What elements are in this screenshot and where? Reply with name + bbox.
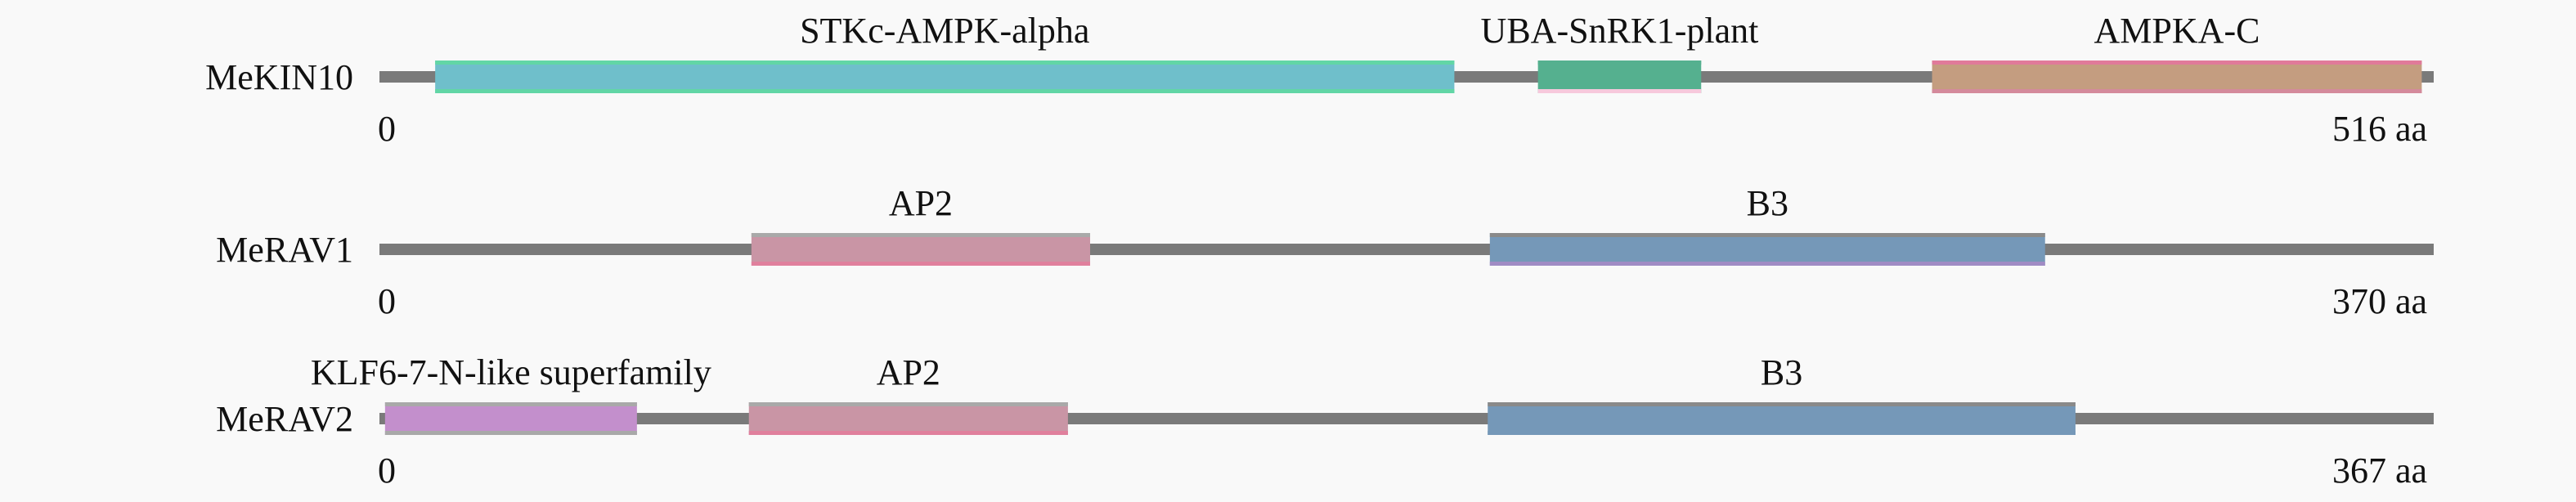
domain-edge-bottom [751, 262, 1091, 266]
domain-label: B3 [1747, 183, 1788, 223]
domain-box [435, 61, 1455, 93]
backbone-line [379, 413, 2434, 424]
domain-edge-top [384, 402, 637, 406]
protein-name: MeRAV2 [216, 399, 353, 439]
domain-label: B3 [1761, 352, 1802, 392]
domain-edge-top [1488, 402, 2076, 406]
domain-label: KLF6-7-N-like superfamily [311, 352, 711, 392]
protein-name: MeKIN10 [205, 57, 353, 97]
backbone-line [379, 244, 2434, 255]
domain-edge-top [751, 233, 1091, 237]
domain-box [384, 402, 637, 435]
domain-label: AMPKA-C [2094, 11, 2260, 51]
domain-box [1537, 61, 1702, 93]
domain-edge-bottom [748, 431, 1068, 435]
domain-edge-bottom [1932, 89, 2422, 93]
domain-edge-bottom [1489, 262, 2045, 266]
domain-box [1488, 402, 2076, 435]
domain-edge-bottom [384, 431, 637, 435]
domain-edge-top [1489, 233, 2045, 237]
domain-label: UBA-SnRK1-plant [1481, 11, 1759, 51]
domain-edge-bottom [1537, 89, 1702, 93]
domain-label: STKc-AMPK-alpha [800, 11, 1089, 51]
domain-box [1489, 233, 2045, 266]
start-label: 0 [378, 281, 396, 321]
length-label: 367 aa [2332, 450, 2427, 491]
domain-edge-bottom [435, 89, 1455, 93]
domain-label: AP2 [889, 183, 953, 223]
protein-name: MeRAV1 [216, 230, 353, 270]
domain-edge-top [435, 61, 1455, 65]
length-label: 516 aa [2332, 109, 2427, 149]
start-label: 0 [378, 450, 396, 491]
start-label: 0 [378, 109, 396, 149]
domain-box [1932, 61, 2422, 93]
domain-edge-top [1537, 61, 1702, 65]
length-label: 370 aa [2332, 281, 2427, 321]
domain-box [748, 402, 1068, 435]
domain-box [751, 233, 1091, 266]
domain-edge-top [748, 402, 1068, 406]
domain-edge-top [1932, 61, 2422, 65]
domain-label: AP2 [877, 352, 940, 392]
domain-edge-bottom [1488, 431, 2076, 435]
